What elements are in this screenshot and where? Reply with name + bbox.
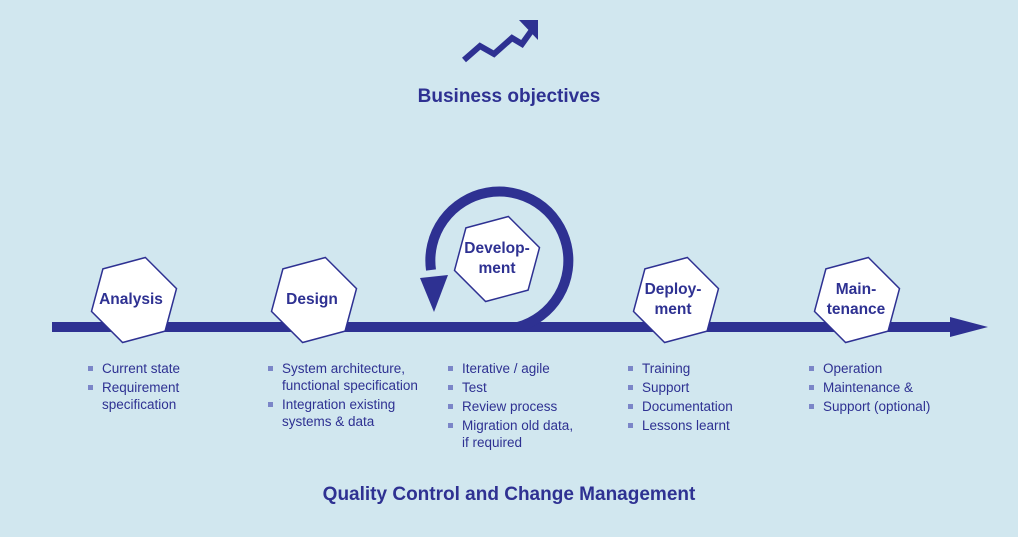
quality-control-title: Quality Control and Change Management bbox=[322, 484, 696, 505]
phase-hexagon-analysis bbox=[90, 256, 178, 344]
bullet-item: Integration existing systems & data bbox=[268, 396, 443, 430]
bullet-item: Lessons learnt bbox=[628, 417, 778, 434]
phase-label-analysis: Analysis bbox=[99, 291, 163, 308]
bullet-item: Support bbox=[628, 379, 778, 396]
phase-label-design: Design bbox=[286, 291, 338, 308]
bullet-item: Migration old data, if required bbox=[448, 417, 598, 451]
business-objectives-title: Business objectives bbox=[417, 86, 601, 107]
phase-label-deployment: Deploy- ment bbox=[644, 281, 702, 318]
bullet-item: System architecture, functional specific… bbox=[268, 360, 443, 394]
phase-bullets-maintenance: Operation Maintenance & Support (optiona… bbox=[809, 360, 969, 417]
phase-bullets-design: System architecture, functional specific… bbox=[268, 360, 443, 432]
bullet-item: Review process bbox=[448, 398, 598, 415]
phase-hexagon-deployment bbox=[632, 256, 720, 344]
phase-label-maintenance: Main- tenance bbox=[826, 281, 886, 318]
phase-hexagon-maintenance bbox=[813, 256, 901, 344]
bullet-item: Test bbox=[448, 379, 598, 396]
phase-bullets-deployment: Training Support Documentation Lessons l… bbox=[628, 360, 778, 436]
phase-hexagon-design bbox=[270, 256, 358, 344]
phase-hexagon-development bbox=[453, 215, 541, 303]
bullet-item: Maintenance & bbox=[809, 379, 969, 396]
timeline-arrow bbox=[52, 317, 988, 337]
bullet-item: Iterative / agile bbox=[448, 360, 598, 377]
bullet-item: Training bbox=[628, 360, 778, 377]
bullet-item: Requirement specification bbox=[88, 379, 238, 413]
bullet-item: Support (optional) bbox=[809, 398, 969, 415]
bullet-item: Operation bbox=[809, 360, 969, 377]
iteration-loop-arrow bbox=[420, 186, 574, 332]
phase-label-development: Develop- ment bbox=[464, 240, 530, 277]
phase-bullets-development: Iterative / agile Test Review process Mi… bbox=[448, 360, 598, 453]
phase-bullets-analysis: Current state Requirement specification bbox=[88, 360, 238, 415]
bullet-item: Documentation bbox=[628, 398, 778, 415]
trend-up-arrow-icon bbox=[462, 20, 538, 63]
bullet-item: Current state bbox=[88, 360, 238, 377]
